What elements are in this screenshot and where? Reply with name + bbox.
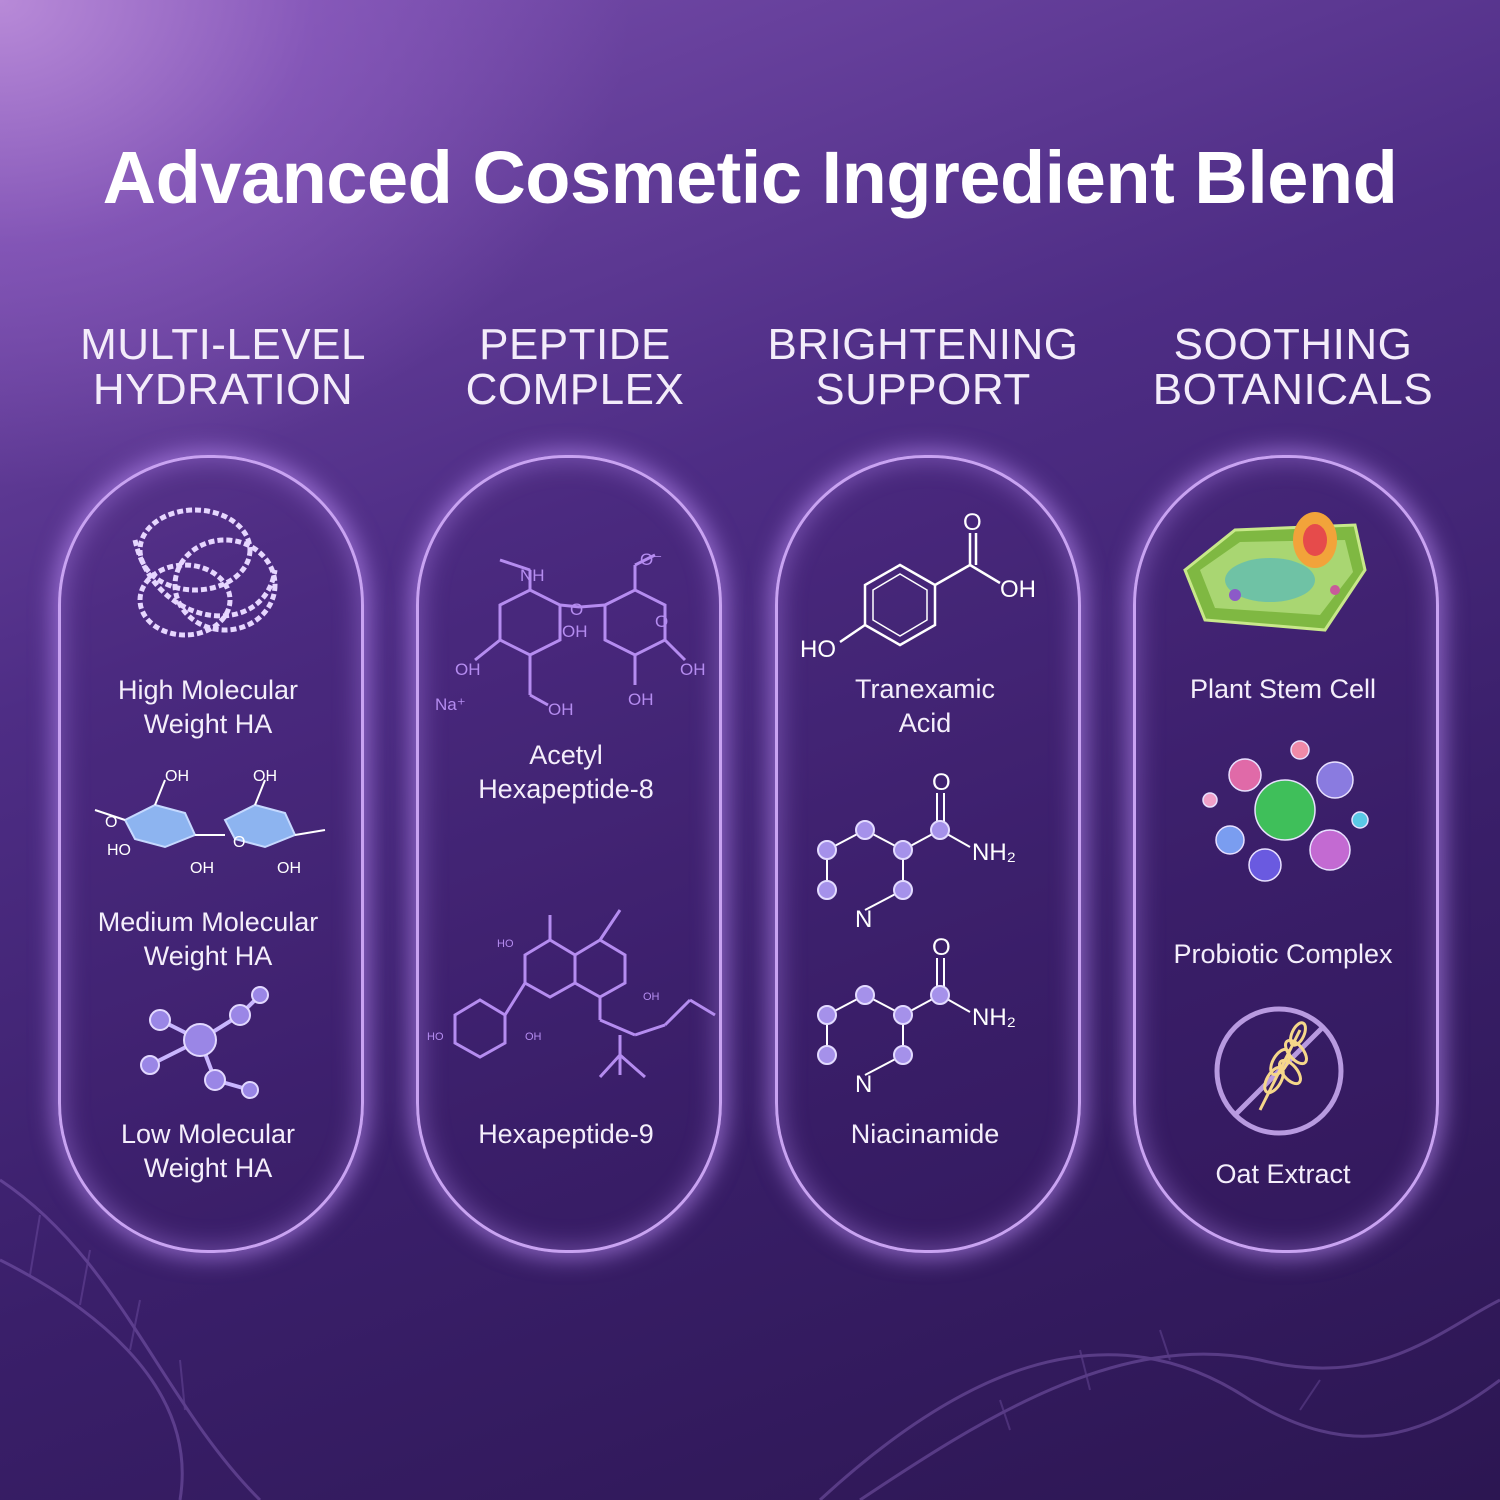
pill-peptide	[416, 455, 722, 1253]
sugar-ring-structure-icon: OH OH HO OH OH O O	[94, 768, 326, 877]
svg-text:OH: OH	[680, 660, 706, 679]
svg-text:O: O	[932, 934, 951, 961]
niacinamide-structure-icon: O NH₂ N	[817, 769, 1016, 933]
svg-text:OH: OH	[628, 690, 654, 709]
label-niacinamide: Niacinamide	[850, 1119, 1000, 1149]
svg-text:N: N	[855, 1071, 872, 1098]
label-oat-extract: Oat Extract	[1215, 1159, 1351, 1189]
page-title: Advanced Cosmetic Ingredient Blend	[102, 136, 1398, 219]
svg-text:O: O	[655, 612, 668, 631]
svg-text:OH: OH	[455, 660, 481, 679]
plant-cell-icon	[1183, 512, 1367, 632]
peptide-structure-icon: NH O O⁻ O OH OH Na⁺ OH OH OH	[435, 550, 706, 719]
microbes-icon	[1202, 740, 1369, 882]
label-plant-stem-cell: Plant Stem Cell	[1189, 674, 1377, 704]
svg-text:O: O	[963, 509, 982, 536]
svg-text:NH₂: NH₂	[972, 839, 1016, 866]
svg-text:HO: HO	[800, 636, 836, 663]
svg-text:O: O	[105, 814, 117, 831]
niacinamide-structure-icon-2: O NH₂ N	[817, 934, 1016, 1098]
svg-text:HO: HO	[427, 1031, 444, 1043]
svg-text:OH: OH	[253, 768, 277, 785]
svg-text:O: O	[233, 834, 245, 851]
svg-text:O⁻: O⁻	[640, 550, 662, 569]
benzoic-acid-structure-icon: O OH HO	[800, 509, 1036, 663]
svg-text:NH₂: NH₂	[972, 1004, 1016, 1031]
svg-text:OH: OH	[165, 768, 189, 785]
molecule-cluster-icon	[140, 986, 269, 1099]
svg-text:NH: NH	[520, 566, 545, 585]
svg-text:OH: OH	[525, 1031, 542, 1043]
svg-text:OH: OH	[562, 622, 588, 641]
svg-text:HO: HO	[107, 842, 131, 859]
svg-text:OH: OH	[548, 700, 574, 719]
svg-text:O: O	[570, 600, 583, 619]
label-probiotic-complex: Probiotic Complex	[1173, 939, 1393, 969]
svg-text:OH: OH	[190, 860, 214, 877]
svg-text:OH: OH	[643, 991, 660, 1003]
svg-text:OH: OH	[277, 860, 301, 877]
molecule-chain-icon	[132, 507, 278, 638]
svg-text:Na⁺: Na⁺	[435, 695, 466, 714]
flavonoid-structure-icon: HO OH HO OH	[427, 909, 716, 1079]
svg-text:OH: OH	[1000, 576, 1036, 603]
oat-no-gluten-icon	[1214, 1006, 1344, 1136]
label-hexapeptide-9: Hexapeptide-9	[478, 1119, 654, 1149]
svg-text:O: O	[932, 769, 951, 796]
svg-text:HO: HO	[497, 938, 514, 950]
svg-text:N: N	[855, 906, 872, 933]
